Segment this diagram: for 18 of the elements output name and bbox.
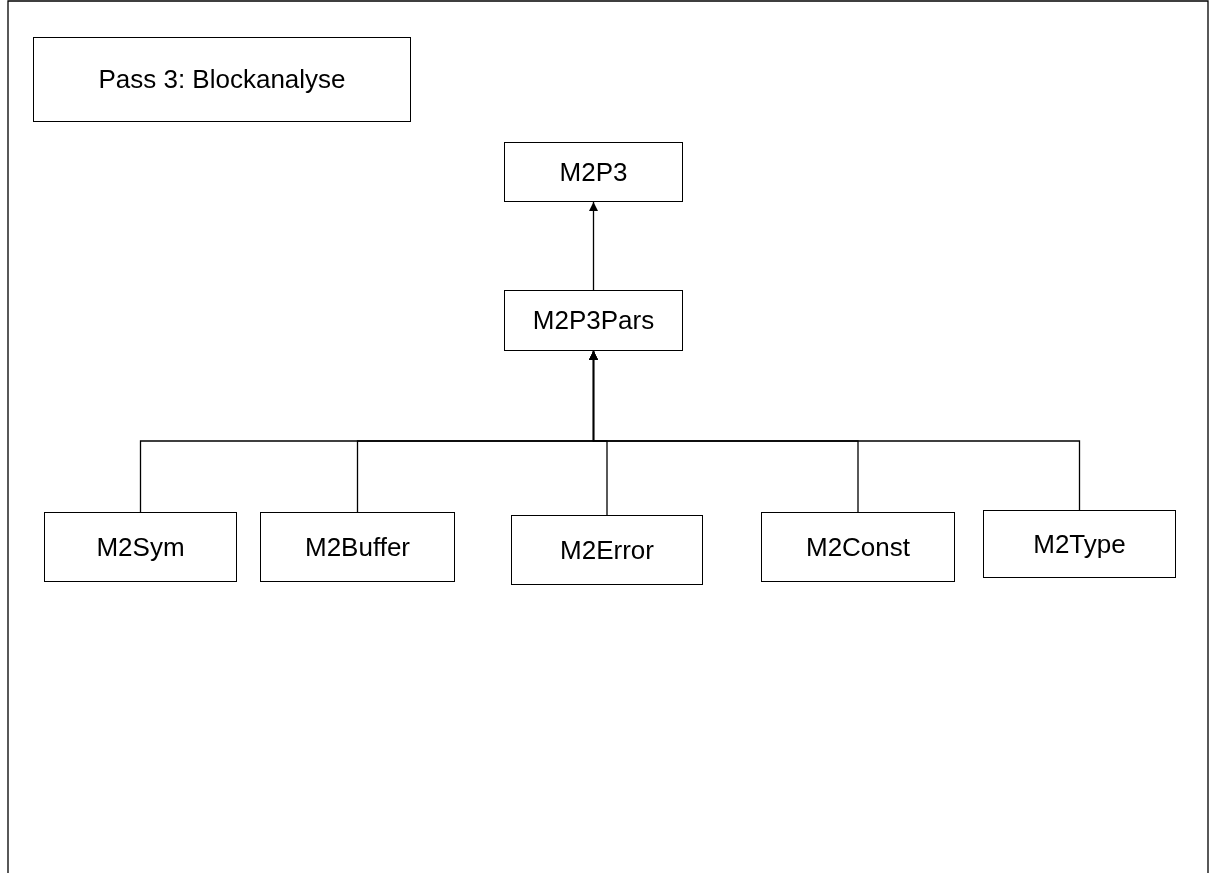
module-box: [504, 290, 683, 351]
module-box: [761, 512, 955, 582]
module-name: Pass 3: Blockanalyse: [98, 64, 346, 95]
title-box: [33, 37, 411, 122]
module-box: [44, 512, 237, 582]
module-box: [504, 142, 683, 202]
module-box: [511, 515, 703, 585]
connector-arrow: [589, 201, 598, 291]
module-box: [260, 512, 455, 582]
module-name: M2Const: [805, 531, 910, 563]
module-name: M2P3: [559, 156, 628, 188]
connector-arrow: [589, 350, 1081, 511]
module-name: M2Error: [560, 534, 654, 566]
module-name: M2Buffer: [305, 531, 410, 563]
module-name: M2Sym: [96, 531, 185, 563]
module-box: [983, 510, 1176, 578]
module-name: M2Type: [1033, 528, 1126, 560]
module-name: M2P3Pars: [532, 305, 655, 336]
